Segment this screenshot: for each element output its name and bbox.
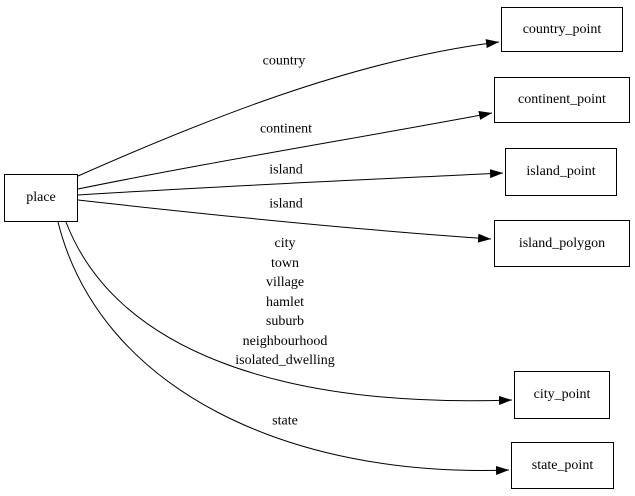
node-country-point: country_point: [501, 7, 623, 52]
node-island-polygon-label: island_polygon: [518, 235, 606, 251]
edge-label-continent: continent: [259, 121, 313, 137]
edge-label-country: country: [262, 53, 306, 69]
edge-place-city-point: [65, 221, 513, 405]
edge-place-country-point: [77, 39, 500, 177]
node-state-point-label: state_point: [531, 457, 594, 473]
node-island-point-label: island_point: [526, 164, 596, 179]
edge-place-island-point: [77, 169, 504, 196]
edge-place-state-point: [57, 221, 510, 475]
node-continent-point: continent_point: [494, 77, 630, 123]
edge-label-city-types: city town village hamlet suburb neighbou…: [235, 235, 335, 368]
node-city-point: city_point: [514, 371, 610, 419]
node-city-point-label: city_point: [533, 387, 591, 402]
node-island-polygon: island_polygon: [494, 220, 630, 267]
edge-place-island-polygon: [77, 199, 492, 243]
node-place-label: place: [26, 190, 56, 205]
edge-place-continent-point: [77, 110, 493, 190]
node-continent-point-label: continent_point: [518, 92, 606, 107]
node-state-point: state_point: [511, 442, 614, 489]
node-island-point: island_point: [505, 148, 617, 196]
node-place: place: [4, 174, 78, 222]
edge-label-island-polygon: island: [269, 196, 303, 212]
edge-label-state: state: [272, 413, 298, 429]
node-country-point-label: country_point: [522, 21, 602, 37]
edge-label-island-point: island: [269, 162, 303, 178]
